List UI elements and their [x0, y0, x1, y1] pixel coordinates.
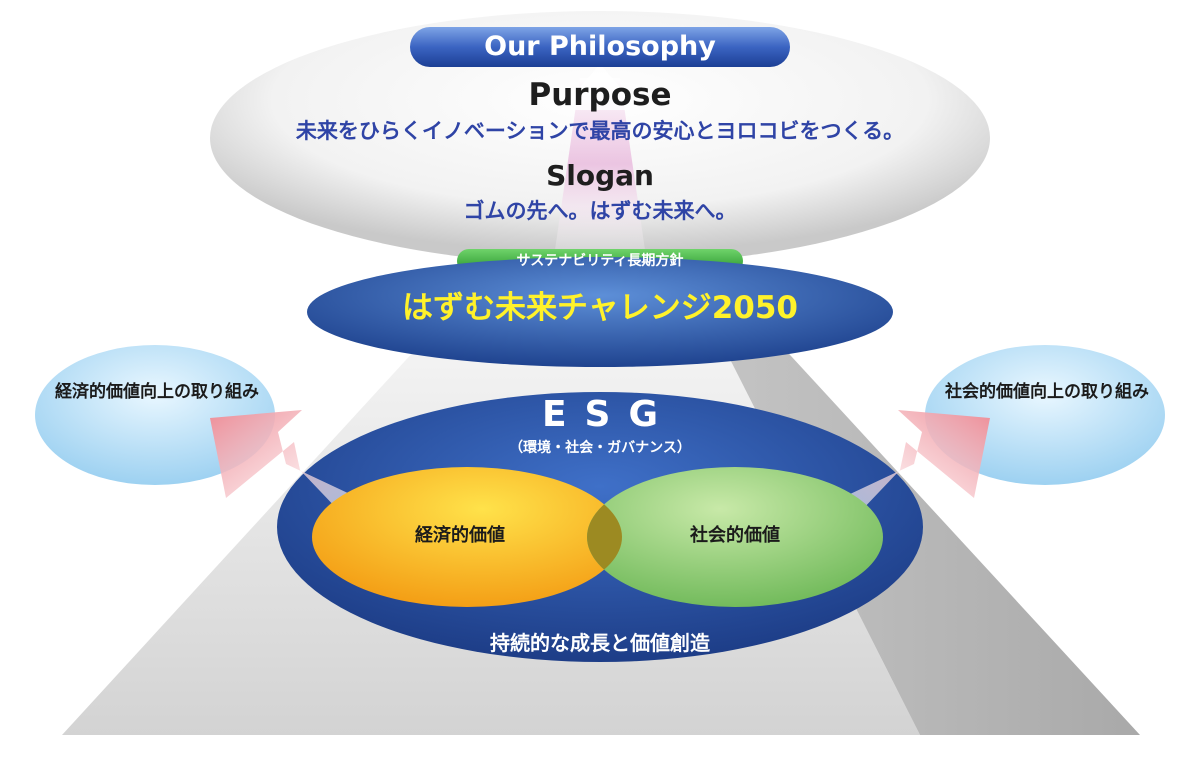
left-bubble [35, 345, 275, 485]
right-bubble [925, 345, 1165, 485]
esg-subtitle: （環境・社会・ガバナンス） [509, 440, 691, 456]
left-bubble-text: 経済的価値向上の取り組み [55, 382, 259, 402]
policy-label: サステナビリティ長期方針 [516, 253, 684, 269]
esg-title: ESG [541, 394, 677, 435]
social-value-label: 社会的価値 [690, 525, 780, 546]
policy-ellipse [307, 257, 893, 367]
left-arrow [210, 410, 352, 512]
right-bubble-text: 社会的価値向上の取り組み [945, 382, 1149, 402]
upward-beam [555, 78, 645, 250]
social-value-ellipse [587, 467, 883, 607]
slogan-text: ゴムの先へ。はずむ未来へ。 [463, 199, 737, 223]
philosophy-pill [410, 27, 790, 67]
beam-arrow-head [560, 64, 640, 110]
sustainable-growth-label: 持続的な成長と価値創造 [490, 631, 710, 655]
right-arrow [848, 410, 990, 512]
philosophy-label: Our Philosophy [484, 31, 716, 62]
purpose-text: 未来をひらくイノベーションで最高の安心とヨロコビをつくる。 [295, 119, 905, 143]
slogan-heading: Slogan [546, 159, 654, 192]
economic-value-label: 経済的価値 [415, 525, 505, 546]
economic-value-ellipse [312, 467, 622, 607]
purpose-heading: Purpose [528, 77, 672, 113]
policy-name: はずむ未来チャレンジ2050 [402, 290, 798, 326]
